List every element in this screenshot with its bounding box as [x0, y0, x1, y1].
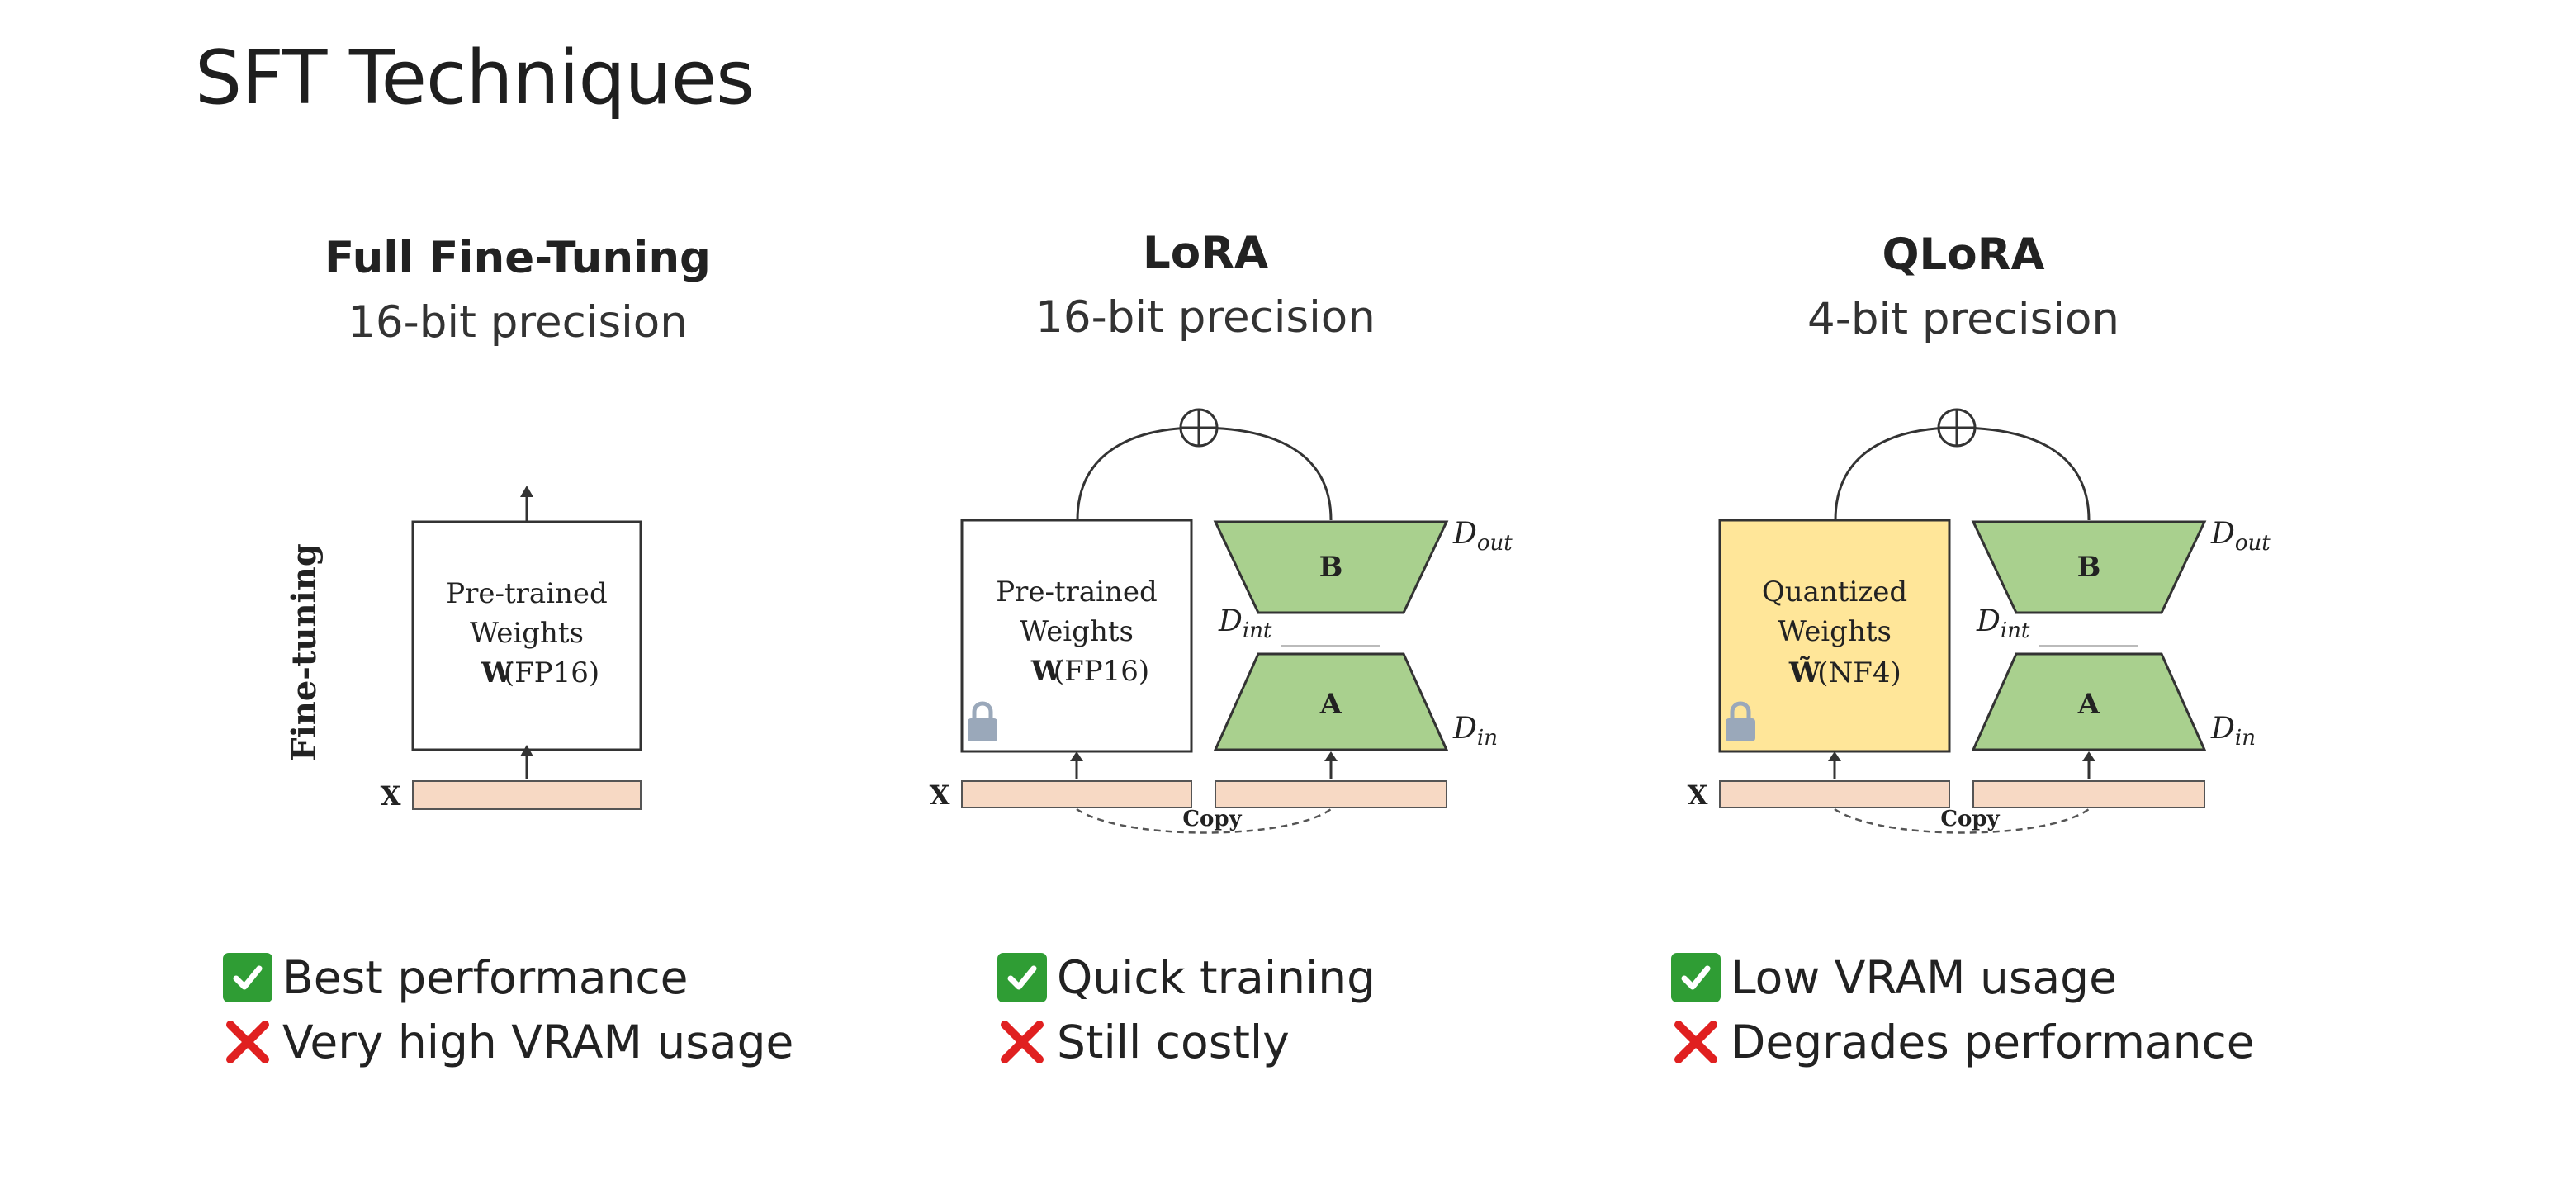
- d-in-label: Din: [1452, 712, 1498, 751]
- qlora-heading: QLoRA: [1882, 230, 2045, 280]
- lora-heading: LoRA: [1142, 228, 1268, 278]
- input-arrowhead: [520, 745, 533, 756]
- input-x-label: X: [1688, 779, 1708, 811]
- lora-precision: 16-bit precision: [1035, 292, 1376, 343]
- input-arrowhead-a: [2082, 751, 2095, 761]
- lora-arc-left: [1076, 426, 1200, 521]
- lock-icon: [968, 701, 997, 741]
- weights-symbol: W: [1030, 655, 1063, 688]
- copy-arc: [1834, 808, 2090, 834]
- d-out-label: Dout: [2210, 517, 2271, 556]
- input-bar: [412, 780, 642, 810]
- adapter-a: [1971, 652, 2207, 751]
- input-bar-right: [1215, 780, 1447, 808]
- weights-symbol: W̃: [1788, 656, 1821, 689]
- pro-label: Quick training: [1057, 951, 1376, 1004]
- lora-diagram: Pre-trained Weights W (FP16) B A Dout Di…: [930, 408, 1513, 834]
- con-label: Very high VRAM usage: [282, 1016, 794, 1068]
- qlora-precision: 4-bit precision: [1807, 294, 2119, 344]
- pro-label: Best performance: [282, 951, 689, 1004]
- input-arrowhead-w: [1828, 751, 1841, 761]
- pro-label: Low VRAM usage: [1731, 951, 2117, 1004]
- copy-arc: [1076, 808, 1332, 834]
- d-in-label: Din: [2210, 712, 2256, 751]
- output-arrowhead: [520, 486, 533, 497]
- weights-line2: Weights: [1778, 615, 1892, 648]
- input-bar-right: [1972, 780, 2205, 808]
- weights-line2: Weights: [470, 617, 584, 650]
- qlora-diagram: Quantized Weights W̃ (NF4) B A Dout Dint…: [1688, 408, 2271, 834]
- cross-icon: [997, 1017, 1047, 1067]
- full-finetuning-diagram: Fine-tuning Pre-trained Weights W (FP16)…: [285, 486, 642, 812]
- con-label: Degrades performance: [1731, 1016, 2255, 1068]
- weights-dtype: (NF4): [1817, 656, 1901, 689]
- adapter-a-label: A: [1319, 688, 1342, 721]
- qlora-arc-left: [1834, 426, 1958, 521]
- check-icon: [223, 953, 272, 1002]
- input-x-label: X: [381, 780, 401, 812]
- d-out-label: Dout: [1452, 517, 1513, 556]
- lora-con: Still costly: [997, 1011, 1290, 1073]
- qlora-pro: Low VRAM usage: [1671, 946, 2117, 1009]
- adapter-b: [1213, 520, 1449, 614]
- weights-symbol: W: [481, 656, 514, 689]
- fine-tuning-side-label: Fine-tuning: [285, 543, 324, 761]
- check-icon: [997, 953, 1047, 1002]
- full-finetuning-heading: Full Fine-Tuning: [324, 233, 711, 283]
- copy-label: Copy: [1182, 807, 1242, 831]
- lora-arc-right: [1198, 426, 1333, 521]
- copy-label: Copy: [1940, 807, 2000, 831]
- adapter-a-label: A: [2077, 688, 2100, 721]
- input-x-label: X: [930, 779, 950, 811]
- d-int-label: Dint: [1218, 604, 1272, 643]
- lock-icon: [1726, 701, 1755, 741]
- adapter-b-label: B: [2077, 551, 2101, 584]
- adapter-b: [1971, 520, 2207, 614]
- full-finetuning-pro: Best performance: [223, 946, 689, 1009]
- d-int-label: Dint: [1976, 604, 2030, 643]
- weights-line1: Pre-trained: [446, 577, 608, 610]
- weights-dtype: (FP16): [1054, 655, 1149, 688]
- con-label: Still costly: [1057, 1016, 1290, 1068]
- weights-line2: Weights: [1020, 615, 1134, 648]
- check-icon: [1671, 953, 1721, 1002]
- qlora-arc-right: [1956, 426, 2091, 521]
- input-arrowhead-w: [1070, 751, 1083, 761]
- cross-icon: [223, 1017, 272, 1067]
- quantized-weights-box: [1718, 519, 1951, 753]
- adapter-b-label: B: [1319, 551, 1343, 584]
- lora-pro: Quick training: [997, 946, 1376, 1009]
- slide-title: SFT Techniques: [195, 35, 755, 121]
- input-arrowhead-a: [1324, 751, 1338, 761]
- weights-dtype: (FP16): [504, 656, 599, 689]
- cross-icon: [1671, 1017, 1721, 1067]
- pretrained-weights-box: [960, 519, 1193, 753]
- adapter-a: [1213, 652, 1449, 751]
- full-finetuning-con: Very high VRAM usage: [223, 1011, 793, 1073]
- weights-line1: Pre-trained: [996, 576, 1158, 609]
- input-bar-left: [1719, 780, 1950, 808]
- input-bar-left: [961, 780, 1192, 808]
- weights-line1: Quantized: [1762, 576, 1907, 609]
- qlora-con: Degrades performance: [1671, 1011, 2255, 1073]
- full-finetuning-precision: 16-bit precision: [348, 297, 688, 348]
